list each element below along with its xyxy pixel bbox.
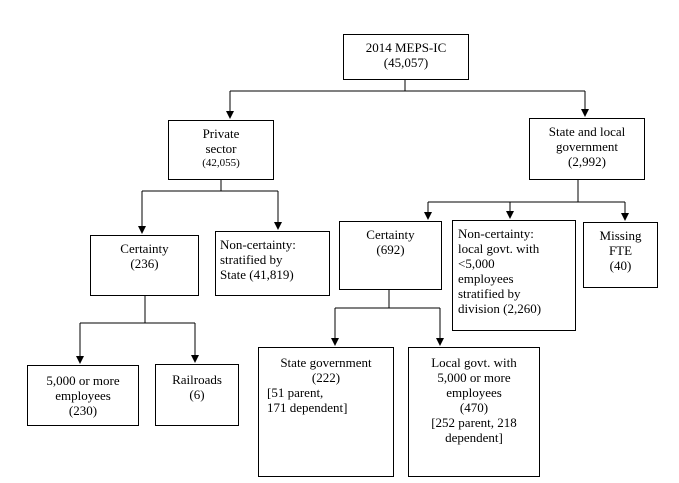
state-local-count: (2,992) [568, 154, 606, 169]
sl-noncertainty-node: Non-certainty: local govt. with <5,000 e… [452, 220, 576, 331]
sl-noncertainty-line2: local govt. with [458, 241, 540, 256]
local-govt-line6: dependent] [445, 430, 503, 445]
railroads-label: Railroads [172, 372, 222, 387]
sl-certainty-node: Certainty (692) [339, 221, 442, 290]
state-govt-count: (222) [311, 370, 341, 385]
state-local-line1: State and local [548, 124, 626, 139]
large-employers-node: 5,000 or more employees (230) [27, 365, 139, 426]
state-govt-node: State government (222) [51 parent, 171 d… [258, 347, 394, 477]
priv-noncertainty-line1: Non-certainty: [220, 237, 296, 252]
railroads-count: (6) [189, 387, 205, 402]
local-govt-node: Local govt. with 5,000 or more employees… [408, 347, 540, 477]
large-employers-line1: 5,000 or more [46, 373, 120, 388]
private-count: (42,055) [202, 157, 240, 169]
state-local-node: State and local government (2,992) [529, 118, 645, 180]
local-govt-count: (470) [459, 400, 489, 415]
large-employers-count: (230) [68, 403, 98, 418]
missing-fte-count: (40) [609, 258, 632, 273]
local-govt-line1: Local govt. with [431, 355, 517, 370]
root-node: 2014 MEPS-IC (45,057) [343, 34, 469, 80]
missing-fte-line1: Missing [599, 228, 642, 243]
private-sector-node: Private sector (42,055) [168, 120, 274, 180]
state-local-line2: government [555, 139, 619, 154]
priv-noncertainty-node: Non-certainty: stratified by State (41,8… [215, 231, 330, 296]
priv-noncertainty-line3: State (41,819) [220, 267, 294, 282]
private-line2: sector [205, 141, 237, 156]
sl-certainty-label: Certainty [366, 227, 415, 242]
local-govt-line5: [252 parent, 218 [431, 415, 517, 430]
missing-fte-line2: FTE [608, 243, 633, 258]
state-govt-line3: [51 parent, [267, 385, 324, 400]
large-employers-line2: employees [55, 388, 111, 403]
local-govt-line2: 5,000 or more [437, 370, 511, 385]
state-govt-line4: 171 dependent] [267, 400, 348, 415]
sl-noncertainty-line1: Non-certainty: [458, 226, 534, 241]
priv-certainty-count: (236) [130, 256, 159, 271]
sl-certainty-count: (692) [376, 242, 405, 257]
root-title: 2014 MEPS-IC [365, 40, 447, 55]
priv-noncertainty-line2: stratified by [220, 252, 283, 267]
priv-certainty-node: Certainty (236) [90, 235, 199, 296]
priv-certainty-label: Certainty [120, 241, 169, 256]
root-count: (45,057) [383, 55, 429, 70]
state-govt-label: State government [280, 355, 372, 370]
sl-noncertainty-line6: division (2,260) [458, 301, 542, 316]
local-govt-line3: employees [446, 385, 502, 400]
missing-fte-node: Missing FTE (40) [583, 222, 658, 288]
sl-noncertainty-line5: stratified by [458, 286, 521, 301]
railroads-node: Railroads (6) [155, 364, 239, 426]
private-line1: Private [202, 126, 240, 141]
sl-noncertainty-line3: <5,000 [458, 256, 495, 271]
sl-noncertainty-line4: employees [458, 271, 514, 286]
